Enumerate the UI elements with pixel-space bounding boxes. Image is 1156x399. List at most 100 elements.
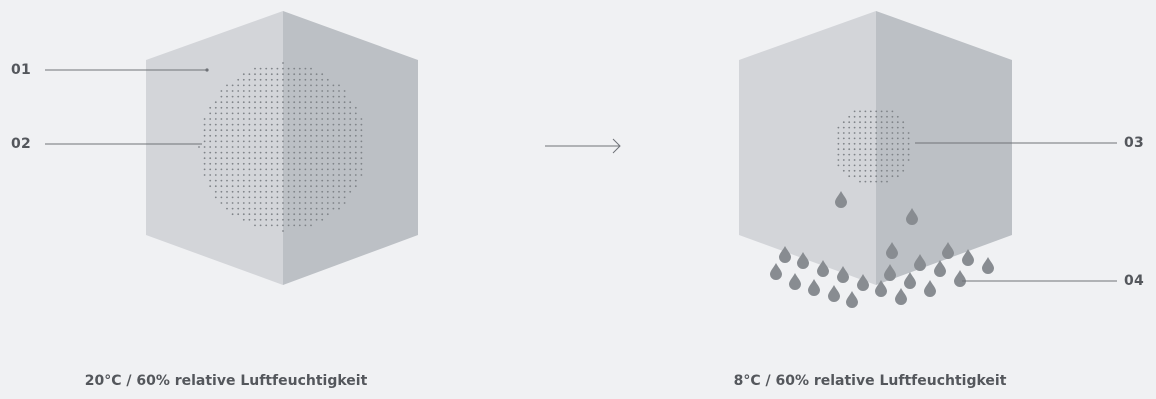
- vapor-dot: [293, 84, 296, 87]
- vapor-dot: [343, 157, 346, 160]
- vapor-dot: [276, 151, 279, 154]
- vapor-dot: [332, 123, 335, 126]
- vapor-dot: [321, 207, 324, 210]
- vapor-dot: [287, 151, 290, 154]
- vapor-dot: [315, 101, 318, 104]
- vapor-dot: [315, 90, 318, 92]
- vapor-dot: [237, 151, 240, 154]
- vapor-dot: [338, 168, 340, 171]
- vapor-dot: [276, 84, 279, 87]
- vapor-dot: [203, 168, 206, 171]
- vapor-dot: [837, 159, 840, 161]
- vapor-dot: [254, 224, 256, 227]
- vapor-dot: [242, 207, 245, 210]
- vapor-dot: [287, 202, 290, 204]
- vapor-dot: [209, 157, 212, 160]
- condensation-drop: [837, 266, 849, 283]
- vapor-dot: [315, 218, 318, 221]
- vapor-dot: [354, 118, 357, 120]
- vapor-dot: [304, 73, 307, 76]
- condensation-drop: [828, 285, 840, 302]
- vapor-dot: [220, 196, 223, 199]
- vapor-dot: [310, 151, 312, 154]
- vapor-dot: [242, 151, 245, 154]
- vapor-dot: [891, 126, 894, 129]
- vapor-dot: [282, 123, 284, 126]
- vapor-dot: [237, 157, 240, 160]
- vapor-dot: [315, 162, 318, 165]
- vapor-dot: [293, 196, 296, 199]
- vapor-dot: [220, 179, 223, 182]
- vapor-dot: [226, 185, 228, 188]
- vapor-dot: [315, 146, 318, 148]
- vapor-dot: [265, 162, 268, 165]
- vapor-dot: [287, 123, 290, 126]
- vapor-dot: [203, 146, 206, 148]
- vapor-dot: [360, 118, 363, 120]
- vapor-dot: [343, 101, 346, 104]
- vapor-dot: [332, 179, 335, 182]
- vapor-dot: [242, 140, 245, 143]
- vapor-dot: [254, 118, 256, 120]
- vapor-dot: [220, 95, 223, 98]
- vapor-dot: [242, 157, 245, 160]
- vapor-dot: [287, 106, 290, 109]
- vapor-dot: [310, 84, 312, 87]
- vapor-dot: [282, 129, 284, 132]
- vapor-dot: [265, 213, 268, 216]
- vapor-dot: [321, 118, 324, 120]
- vapor-dot: [326, 196, 329, 199]
- vapor-dot: [349, 140, 352, 143]
- vapor-dot: [875, 132, 878, 134]
- vapor-dot: [338, 196, 340, 199]
- callout-label-03: 03: [1124, 135, 1145, 151]
- vapor-dot: [220, 134, 223, 137]
- vapor-dot: [237, 196, 240, 199]
- vapor-dot: [242, 174, 245, 176]
- vapor-dot: [332, 207, 335, 210]
- vapor-dot: [265, 218, 268, 221]
- vapor-dot: [282, 174, 284, 176]
- vapor-dot: [853, 137, 856, 140]
- vapor-dot: [848, 121, 851, 124]
- vapor-dot: [869, 126, 872, 129]
- vapor-dot: [282, 230, 284, 232]
- vapor-dot: [304, 106, 307, 109]
- vapor-dot: [293, 140, 296, 143]
- vapor-dot: [270, 213, 273, 216]
- vapor-dot: [237, 190, 240, 193]
- vapor-dot: [354, 157, 357, 160]
- vapor-dot: [276, 224, 279, 227]
- vapor-dot: [859, 169, 861, 172]
- vapor-dot: [254, 134, 256, 137]
- vapor-dot: [875, 164, 878, 167]
- vapor-dot: [332, 118, 335, 120]
- vapor-dot: [276, 207, 279, 210]
- vapor-dot: [287, 140, 290, 143]
- vapor-dot: [254, 179, 256, 182]
- vapor-dot: [354, 162, 357, 165]
- vapor-dot: [209, 134, 212, 137]
- vapor-dot: [864, 115, 867, 118]
- vapor-dot: [226, 179, 228, 182]
- vapor-dot: [248, 190, 251, 193]
- vapor-dot: [349, 123, 352, 126]
- vapor-dot: [343, 140, 346, 143]
- left-vapor-dots: [198, 62, 363, 232]
- vapor-dot: [254, 190, 256, 193]
- vapor-dot: [270, 185, 273, 188]
- vapor-dot: [886, 148, 888, 151]
- vapor-dot: [248, 95, 251, 98]
- vapor-dot: [242, 95, 245, 98]
- vapor-dot: [248, 196, 251, 199]
- vapor-dot: [209, 106, 212, 109]
- vapor-dot: [226, 101, 228, 104]
- vapor-dot: [360, 162, 363, 165]
- vapor-dot: [282, 218, 284, 221]
- vapor-dot: [864, 153, 867, 156]
- vapor-dot: [332, 134, 335, 137]
- vapor-dot: [321, 185, 324, 188]
- vapor-dot: [859, 126, 861, 129]
- vapor-dot: [859, 115, 861, 118]
